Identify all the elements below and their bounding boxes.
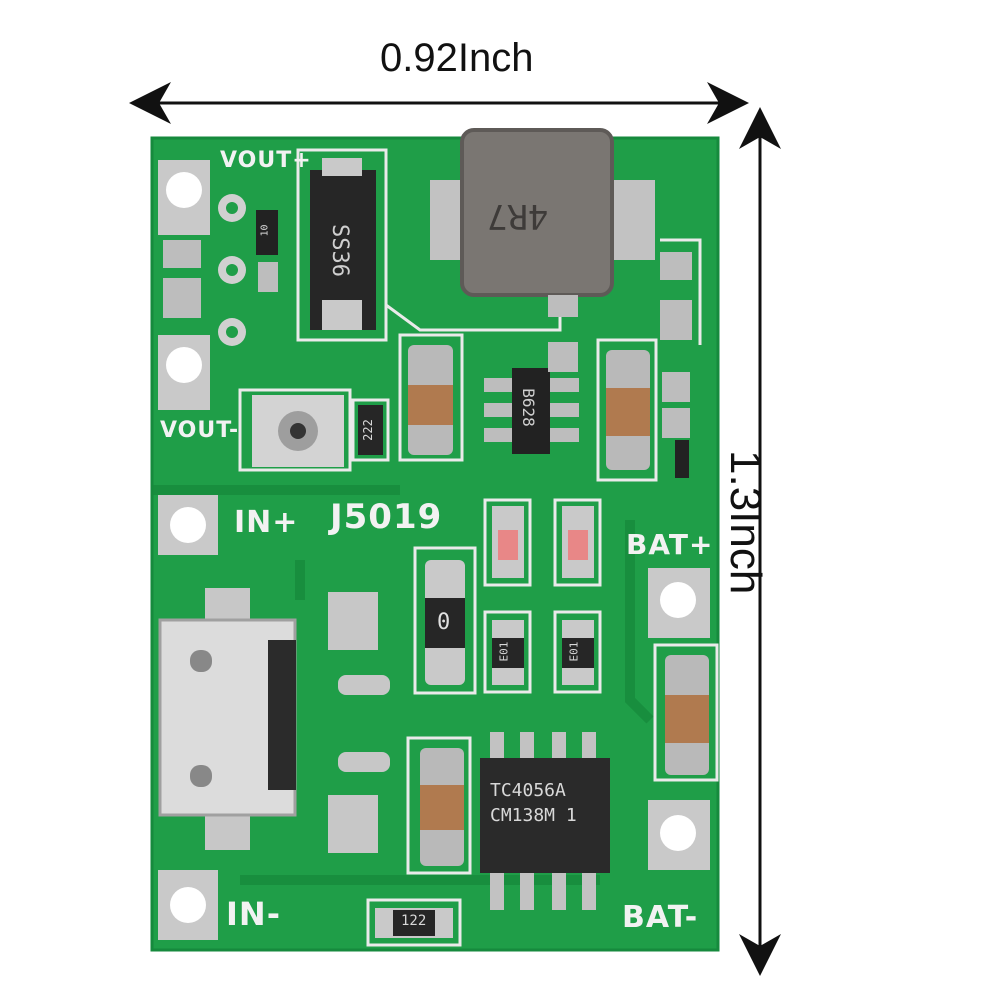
inductor-marking: 4R7	[487, 196, 549, 236]
capacitor	[420, 748, 464, 866]
label-in-minus: IN-	[226, 895, 281, 933]
width-dimension-label: 0.92Inch	[380, 36, 534, 80]
capacitor	[665, 655, 709, 775]
resistor-e01-marking-2: E01	[567, 641, 581, 662]
boost-ic-marking: B628	[518, 388, 538, 427]
pad-in-plus	[158, 495, 218, 555]
charger-ic	[480, 732, 610, 910]
label-bat-plus: BAT+	[626, 528, 714, 561]
pad-bat-minus	[648, 800, 710, 870]
label-in-plus: IN+	[234, 505, 299, 540]
resistor-10-marking: 10	[259, 224, 271, 237]
led-red	[492, 506, 524, 578]
resistor-222-marking: 222	[360, 419, 375, 441]
led-red	[562, 506, 594, 578]
label-vout-minus: VOUT-	[160, 418, 240, 443]
label-board-name: J5019	[330, 497, 443, 537]
pad-in-minus	[158, 870, 218, 940]
resistor-e01-marking-1: E01	[497, 641, 511, 662]
pad-vout-plus	[158, 160, 210, 235]
charger-ic-marking-2: CM138M 1	[490, 805, 577, 826]
label-vout-plus: VOUT+	[220, 148, 312, 173]
resistor-zero-marking: 0	[437, 610, 451, 635]
capacitor	[606, 350, 650, 470]
inductor-4r7	[462, 130, 612, 295]
pad-bat-plus	[648, 568, 710, 638]
pad-vout-minus	[158, 335, 210, 410]
micro-usb-connector	[158, 588, 390, 853]
resistor-122-marking: 122	[401, 913, 427, 929]
diode-marking: SS36	[326, 224, 352, 277]
charger-ic-marking-1: TC4056A	[490, 780, 566, 801]
label-bat-minus: BAT-	[622, 900, 699, 935]
capacitor	[408, 345, 453, 455]
boost-ic	[484, 368, 579, 454]
